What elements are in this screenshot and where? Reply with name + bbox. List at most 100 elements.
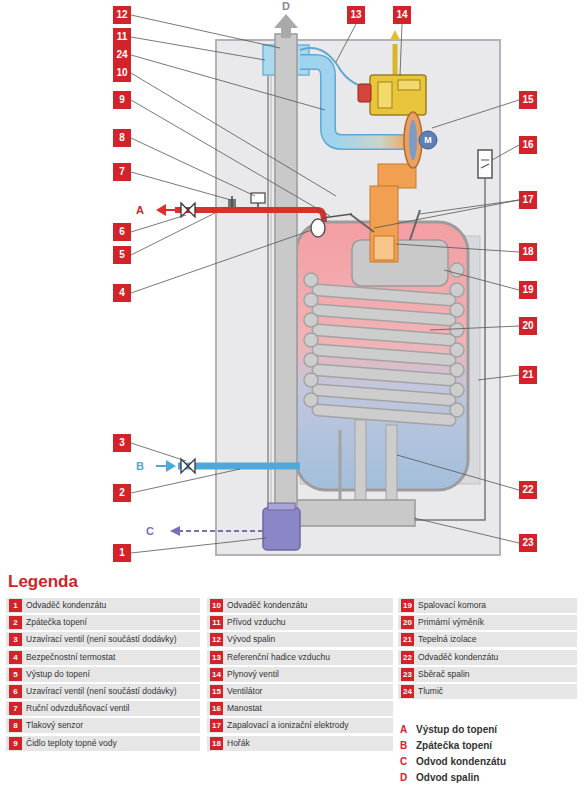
callout-number: 2 xyxy=(113,484,131,502)
legend-number: 22 xyxy=(403,653,412,662)
heat-exchanger-coil xyxy=(304,313,318,327)
legend-number: 12 xyxy=(212,635,221,644)
legend-row: 8Tlakový senzor xyxy=(6,718,200,733)
burner-duct xyxy=(370,164,416,262)
pressure-sensor-tube xyxy=(267,76,269,508)
leader-line xyxy=(478,375,519,380)
shutoff-valve xyxy=(181,203,195,473)
legend-text: Odvaděč kondenzátu xyxy=(418,650,498,665)
legend-row: 19Spalovací komora xyxy=(398,598,577,613)
legend-heading: Legenda xyxy=(8,572,78,592)
electrodes xyxy=(350,210,420,240)
legend-row: 3Uzavírací ventil (není součástí dodávky… xyxy=(6,632,200,647)
legend-row: 4Bezpečnostní termostat xyxy=(6,650,200,665)
legend-swatch: 12 xyxy=(210,633,223,646)
legend-text: Tlumič xyxy=(418,684,443,699)
legend-text: Odvod spalin xyxy=(416,770,479,785)
flow-pipe xyxy=(175,210,324,222)
gas-valve xyxy=(378,82,392,108)
legend-text: Manostat xyxy=(227,701,262,716)
callout-number: 3 xyxy=(113,434,131,452)
heat-exchanger-coil xyxy=(450,323,464,337)
legend-number: 17 xyxy=(212,721,221,730)
condensate-outlet xyxy=(170,526,180,536)
electrodes xyxy=(350,214,374,232)
flue-pipe xyxy=(274,14,298,514)
legend-row: 9Čidlo teploty topné vody xyxy=(6,736,200,751)
thermostat-and-probe xyxy=(322,214,352,218)
shutoff-valve xyxy=(181,203,195,217)
gas-valve xyxy=(358,30,426,115)
flow-pipe xyxy=(166,209,176,211)
legend-text: Odvaděč kondenzátu xyxy=(227,598,307,613)
gas-valve xyxy=(398,80,420,90)
heat-exchanger-coil xyxy=(318,370,450,380)
legend-row: 15Ventilátor xyxy=(207,684,393,699)
leader-line xyxy=(131,55,325,110)
leader-line xyxy=(131,172,231,200)
legend-text: Tepelná izolace xyxy=(418,632,477,647)
connection-letter: A xyxy=(133,204,147,216)
leader-line xyxy=(444,270,519,290)
leader-line xyxy=(430,326,519,330)
legend-text: Primární výměník xyxy=(418,615,484,630)
heat-exchanger-coil xyxy=(318,410,450,420)
reference-air-hose xyxy=(300,48,368,88)
legend-row: 7Ruční odvzdušňovací ventil xyxy=(6,701,200,716)
legend-swatch: 20 xyxy=(401,616,414,629)
flow-pipe xyxy=(156,204,324,222)
heat-exchanger-coil xyxy=(304,273,318,287)
callout-number: 12 xyxy=(113,6,131,24)
callout-number: 6 xyxy=(113,223,131,241)
heat-exchanger-coil xyxy=(450,283,464,297)
legend-text: Sběrač spalin xyxy=(418,667,470,682)
legend-swatch: 4 xyxy=(9,651,22,664)
connection-letter: B xyxy=(133,460,147,472)
heat-exchanger-coil xyxy=(318,290,450,300)
leader-line xyxy=(414,518,519,543)
legend-text: Čidlo teploty topné vody xyxy=(26,736,117,751)
leader-line xyxy=(420,200,519,214)
legend-row: COdvod kondenzátu xyxy=(398,754,577,769)
callout-number: 9 xyxy=(113,91,131,109)
callout-number: 17 xyxy=(519,191,537,209)
manostat xyxy=(415,178,485,520)
casing xyxy=(216,40,500,555)
leader-line xyxy=(131,469,240,493)
legend-number: 4 xyxy=(13,653,17,662)
legend-row: 5Výstup do topení xyxy=(6,667,200,682)
legend-row: AVýstup do topení xyxy=(398,722,577,737)
leader-line xyxy=(432,100,519,128)
leader-line xyxy=(396,244,519,252)
gas-valve xyxy=(390,30,400,40)
leader-line xyxy=(131,213,215,255)
shutoff-valve xyxy=(181,459,195,473)
legend-row: 13Referenční hadice vzduchu xyxy=(207,650,393,665)
legend-row: 22 Odvaděč kondenzátu xyxy=(398,650,577,665)
callout-number: 11 xyxy=(113,28,131,46)
thermostat-and-probe xyxy=(311,219,325,237)
legend-swatch: 8 xyxy=(9,719,22,732)
legend-number: 10 xyxy=(212,601,221,610)
legend-number: 20 xyxy=(403,618,412,627)
callout-number: 23 xyxy=(519,534,537,552)
heat-exchanger-coil xyxy=(304,293,318,307)
legend-swatch: 2 xyxy=(9,616,22,629)
fan xyxy=(404,112,437,168)
legend-swatch: 6 xyxy=(9,685,22,698)
legend-swatch: 24 xyxy=(401,685,414,698)
coil-down-pipes xyxy=(340,420,397,502)
legend-number: 7 xyxy=(13,704,17,713)
callout-number: 20 xyxy=(519,317,537,335)
callout-number: 21 xyxy=(519,366,537,384)
electrodes xyxy=(410,210,420,240)
legend-number: 3 xyxy=(13,635,17,644)
heat-exchanger-coil xyxy=(318,330,450,340)
legend-panel xyxy=(0,560,585,796)
heat-exchanger-coil xyxy=(318,390,450,400)
callout-number: 15 xyxy=(519,91,537,109)
heat-exchanger-coil xyxy=(304,393,318,407)
callout-number: 19 xyxy=(519,281,537,299)
gas-valve xyxy=(393,44,398,76)
